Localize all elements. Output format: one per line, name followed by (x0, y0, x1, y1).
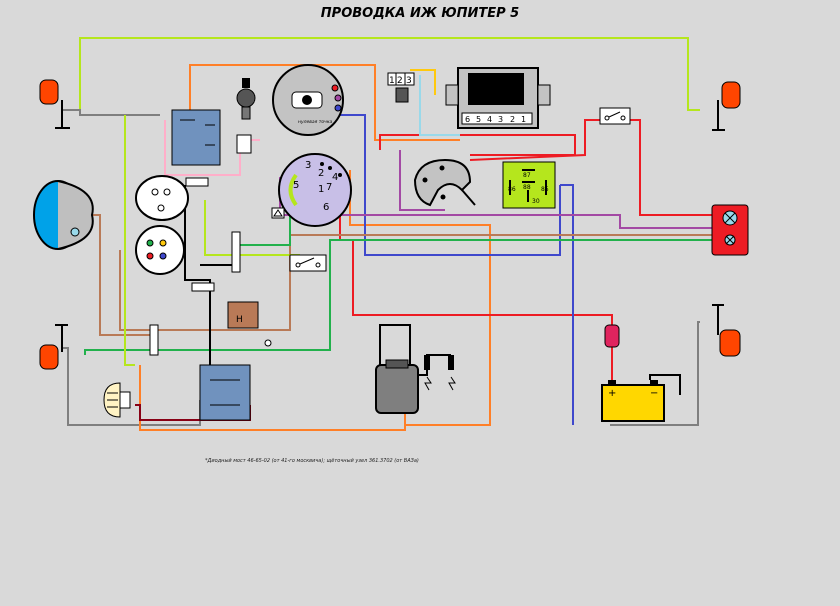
turn-signal-front-left (39, 79, 70, 129)
relay-88-label: 88 (523, 184, 531, 191)
bridge-pin-2: 2 (510, 115, 515, 124)
wire-yellow (410, 69, 436, 95)
generator-stator (272, 64, 344, 136)
horn-speaker (103, 382, 131, 418)
bridge-pin-5: 5 (476, 115, 481, 124)
tail-light (711, 204, 749, 256)
battery-plus-label: + (608, 388, 616, 399)
generator-zero-label: нулевая точка (298, 120, 333, 125)
wire-coil-hv (418, 354, 451, 376)
ignition-coil (375, 355, 456, 414)
connector-pin-3: 3 (406, 76, 412, 86)
ground-point (264, 339, 272, 347)
relay-86-label: 86 (508, 186, 516, 193)
wire-red-right2 (630, 119, 712, 216)
breaker-plate (413, 158, 476, 207)
battery (601, 380, 665, 422)
wire-black-coil (379, 324, 411, 370)
wire-blue-main (330, 114, 561, 256)
turn-signal-front-right (712, 81, 741, 131)
wire-red-right (469, 119, 600, 161)
connector-block-3 (191, 282, 215, 292)
wire-lightgreen-mid (124, 115, 135, 366)
wire-gray-right (610, 321, 700, 426)
wire-orange-left (139, 365, 406, 431)
wire-purple-b (399, 150, 445, 211)
terminal-6-label: 6 (323, 202, 329, 213)
horn-h-label: H (236, 315, 243, 325)
relay-30-label: 30 (532, 198, 540, 205)
terminal-5-label: 5 (293, 180, 299, 191)
diagram-title: ПРОВОДКА ИЖ ЮПИТЕР 5 (320, 6, 520, 21)
wire-brown-b (90, 214, 155, 336)
wire-brown-a (119, 234, 712, 331)
turn-signal-rear-right (712, 304, 741, 357)
connector-pin-2: 2 (397, 76, 403, 86)
diode-bridge (445, 67, 551, 129)
wire-orange-top (189, 64, 460, 141)
neutral-switch-top (599, 107, 631, 125)
bridge-pin-1: 1 (521, 115, 526, 124)
fuse (604, 324, 620, 348)
connector-pin-1: 1 (389, 76, 395, 86)
wire-red-main (339, 165, 613, 330)
bridge-pin-6: 6 (465, 115, 470, 124)
connector-block-1 (185, 177, 209, 187)
terminal-2-label: 2 (318, 168, 324, 179)
relay-87-label: 87 (523, 172, 531, 179)
wire-top-gray (62, 109, 160, 116)
indicator-lamp-panel (135, 225, 185, 275)
diagram-footnote: *Диодный мост 46-65-02 (от 41-го москвич… (205, 458, 419, 464)
wire-gray-bottom (62, 347, 201, 426)
connector-block-4 (149, 324, 159, 356)
speedometer-indicator-upper (135, 175, 189, 221)
wire-top-lightgreen (79, 37, 700, 115)
connector-block-2 (231, 231, 241, 273)
ground-triangle-icon (271, 207, 285, 219)
wire-orange-down (349, 170, 491, 426)
wire-lightblue (419, 75, 460, 136)
wire-gray-battery (649, 374, 681, 395)
fuel-sensor (236, 78, 256, 120)
relay (502, 161, 556, 209)
turn-signal-rear-left (39, 324, 68, 370)
horn-unit (227, 301, 259, 329)
bridge-pin-4: 4 (487, 115, 492, 124)
terminal-3-label: 3 (305, 160, 311, 171)
headlight (33, 180, 94, 250)
brake-switch (236, 134, 252, 154)
battery-minus-label: − (650, 388, 658, 399)
ignition-switch (278, 153, 352, 227)
relay-85-label: 85 (541, 186, 549, 193)
handlebar-switch-right (199, 364, 251, 421)
connector-123 (387, 72, 415, 103)
wire-green-a (84, 239, 712, 355)
wire-blue-right (560, 184, 574, 425)
stop-switch-mid (289, 254, 327, 272)
terminal-4-label: 4 (332, 172, 338, 183)
wire-lightgreen-b (204, 200, 300, 256)
bridge-pin-3: 3 (498, 115, 503, 124)
terminal-1-label: 1 (318, 184, 324, 195)
wire-red-upper (379, 134, 576, 156)
terminal-7-label: 7 (326, 182, 332, 193)
handlebar-switch-left (171, 109, 221, 166)
